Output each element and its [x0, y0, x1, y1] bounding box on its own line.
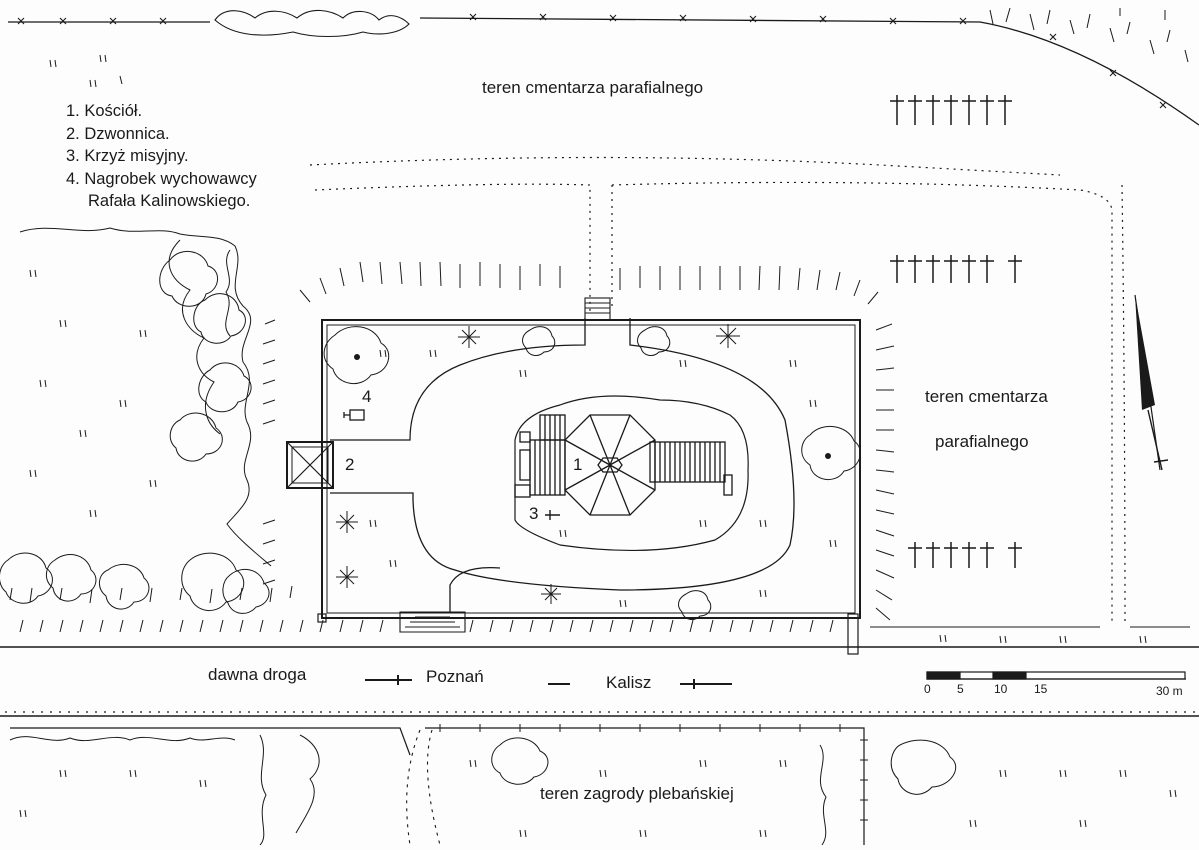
scale-label-10: 10	[994, 682, 1008, 696]
presbytery-fence	[10, 727, 865, 845]
top-right-grass	[989, 7, 1189, 63]
marker-church: 1	[573, 455, 583, 474]
dotted-boundary	[309, 156, 1126, 626]
legend: 1. Kościół. 2. Dzwonnica. 3. Krzyż misyj…	[66, 100, 257, 213]
west-grass-fringe	[262, 319, 276, 585]
churchyard-path	[330, 318, 795, 612]
scale-bar	[926, 671, 1186, 680]
marker-cross: 3	[529, 504, 539, 523]
churchyard-wall-inner	[326, 324, 856, 614]
field-grass-marks	[19, 54, 1177, 838]
presbytery-fence-ticks	[439, 724, 868, 821]
east-grass-fringe	[875, 323, 895, 621]
label-cemetery-top: teren cmentarza parafialnego	[482, 78, 704, 97]
grave	[343, 409, 365, 421]
left-hedge	[19, 227, 272, 567]
presbytery-path	[406, 729, 441, 846]
church-grounds-outline	[514, 395, 749, 552]
scale-label-5: 5	[957, 682, 964, 696]
top-hedge	[214, 9, 410, 37]
scale-label-end: 30 m	[1156, 684, 1183, 698]
grave-crosses-row-1	[890, 95, 1012, 125]
top-fence-line	[8, 17, 1199, 126]
presbytery-hedge	[9, 734, 957, 846]
marker-belfry: 2	[345, 455, 355, 474]
left-hedge-blobs	[0, 251, 270, 614]
label-poznan: Poznań	[426, 667, 484, 686]
label-old-road: dawna droga	[208, 665, 307, 684]
north-arrow-icon	[1134, 294, 1169, 471]
grave-crosses-row-2	[890, 255, 1022, 283]
legend-item-church: 1. Kościół.	[66, 102, 143, 120]
belfry	[286, 441, 334, 489]
north-steps	[584, 297, 611, 321]
legend-item-grave-cont: Rafała Kalinowskiego.	[88, 192, 251, 210]
label-presbytery: teren zagrody plebańskiej	[540, 784, 734, 803]
label-cemetery-right-1: teren cmentarza	[925, 387, 1048, 406]
grave-crosses-row-3	[908, 542, 1022, 568]
scale-label-15: 15	[1034, 682, 1048, 696]
legend-item-belfry: 2. Dzwonnica.	[66, 124, 170, 143]
churchyard-trees	[323, 324, 861, 620]
marker-grave: 4	[362, 387, 372, 406]
tree-dots	[354, 354, 831, 459]
north-grass-fringe	[299, 261, 879, 305]
left-hedge-base-grass	[9, 585, 293, 604]
legend-item-cross: 3. Krzyż misyjny.	[66, 147, 189, 165]
south-steps	[399, 611, 466, 633]
south-grass-fringe	[19, 619, 834, 633]
label-cemetery-right-2: parafialnego	[935, 432, 1029, 451]
church	[514, 414, 733, 516]
legend-item-grave: 4. Nagrobek wychowawcy	[66, 169, 257, 188]
gate-post-left	[317, 613, 327, 623]
scale-label-0: 0	[924, 682, 931, 696]
top-fence-crosses	[17, 13, 1167, 109]
label-kalisz: Kalisz	[606, 673, 652, 692]
churchyard-wall	[321, 319, 861, 619]
gate-post-right	[847, 613, 859, 655]
missionary-cross	[545, 510, 560, 520]
road-arrows	[365, 675, 732, 689]
